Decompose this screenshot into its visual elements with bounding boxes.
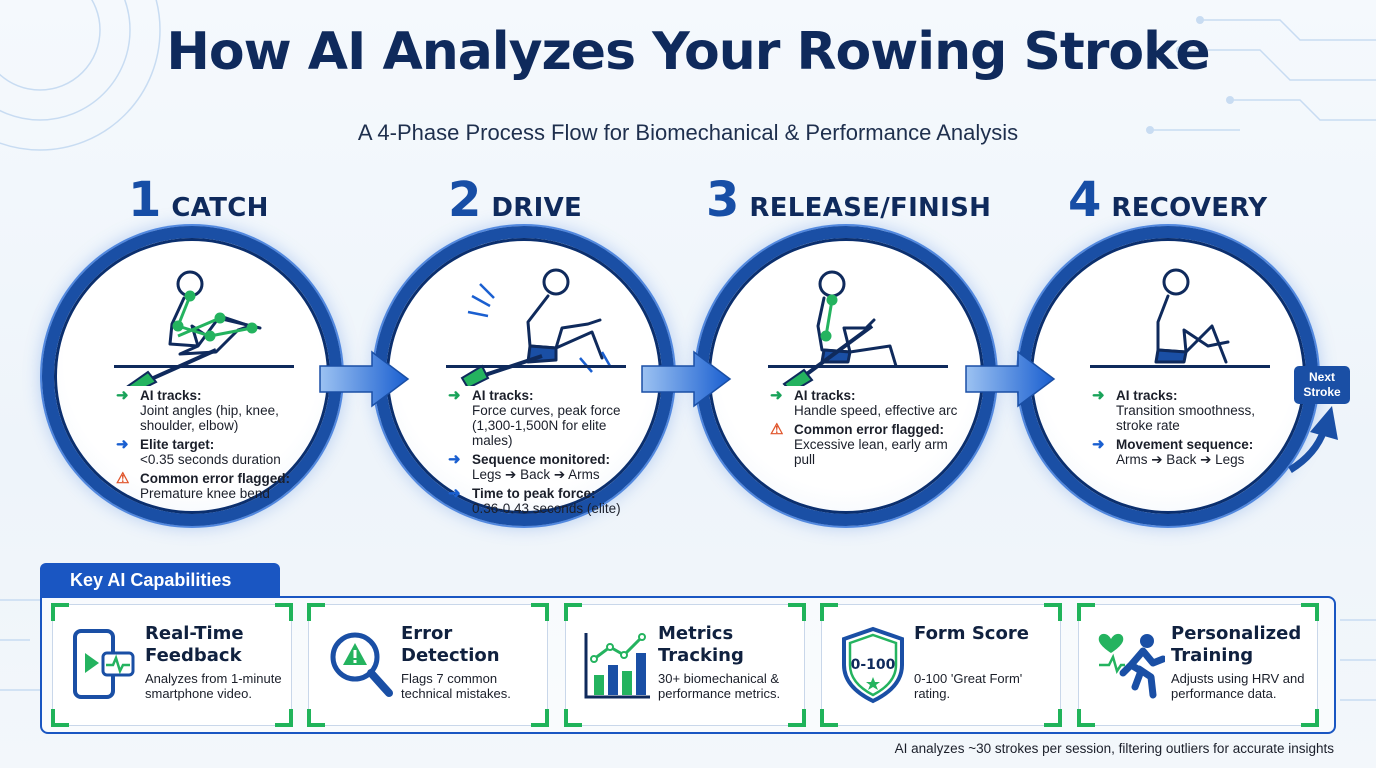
phase-circle-drive: ➜ AI tracks:Force curves, peak force (1,…: [374, 226, 674, 526]
green-arrow-icon: ➜: [116, 387, 129, 404]
rower-recovery-icon: [1154, 268, 1230, 364]
detail-item: ⚠ Common error flagged:Excessive lean, e…: [770, 421, 948, 468]
card-title: Error Detection: [401, 623, 500, 666]
loop-arrow-icon: [1288, 406, 1338, 473]
page-title: How AI Analyzes Your Rowing Stroke: [166, 22, 1210, 82]
blue-arrow-icon: ➜: [1092, 436, 1105, 453]
ground-line: [768, 365, 948, 368]
capability-card-error: Error Detection Flags 7 common technical…: [307, 603, 549, 727]
green-arrow-icon: ➜: [770, 387, 783, 404]
card-description: Flags 7 common technical mistakes.: [401, 671, 511, 701]
phase-header-release: 3 RELEASE/FINISH: [706, 172, 991, 228]
detail-item: ➜ AI tracks:Transition smoothness, strok…: [1092, 387, 1256, 434]
capability-card-training: Personalized Training Adjusts using HRV …: [1077, 603, 1319, 727]
card-title: Personalized Training: [1171, 623, 1302, 666]
detail-item: ➜ AI tracks:Joint angles (hip, knee, sho…: [116, 387, 279, 434]
ground-line: [114, 365, 294, 368]
shield-score-icon: 0-100: [842, 626, 904, 704]
blue-arrow-icon: ➜: [116, 436, 129, 453]
smartphone-video-icon: [73, 629, 135, 699]
warning-icon: ⚠: [116, 470, 130, 487]
phase-details: ➜ AI tracks:Handle speed, effective arc …: [770, 388, 970, 471]
phase-circle-recovery: ➜ AI tracks:Transition smoothness, strok…: [1018, 226, 1318, 526]
phase-name: RECOVERY: [1111, 193, 1268, 223]
card-title: Form Score: [914, 623, 1029, 644]
detail-item: ➜ Time to peak force:0.36-0.43 seconds (…: [448, 485, 621, 517]
runner-heart-icon: [1098, 633, 1165, 699]
phase-name: DRIVE: [491, 193, 583, 223]
card-description: Analyzes from 1-minute smartphone video.: [145, 671, 282, 701]
capability-card-form-score: 0-100 Form Score 0-100 'Great Form' rati…: [820, 603, 1062, 727]
phase-number: 1: [128, 172, 162, 228]
bar-chart-icon: [584, 633, 650, 699]
green-arrow-icon: ➜: [1092, 387, 1105, 404]
footer-note: AI analyzes ~30 strokes per session, fil…: [894, 741, 1334, 756]
phase-details: ➜ AI tracks:Transition smoothness, strok…: [1092, 388, 1292, 471]
page-subtitle: A 4-Phase Process Flow for Biomechanical…: [357, 120, 1019, 145]
card-title: Real-Time Feedback: [145, 623, 244, 666]
ground-line: [446, 365, 626, 368]
green-arrow-icon: ➜: [448, 387, 461, 404]
capability-card-feedback: Real-Time Feedback Analyzes from 1-minut…: [51, 603, 293, 727]
phase-details: ➜ AI tracks:Joint angles (hip, knee, sho…: [116, 388, 316, 505]
score-badge-text: 0-100: [851, 657, 896, 673]
phase-circle-catch: ➜ AI tracks:Joint angles (hip, knee, sho…: [42, 226, 342, 526]
phase-header-drive: 2 DRIVE: [448, 172, 582, 228]
blue-arrow-icon: ➜: [448, 451, 461, 468]
capability-card-metrics: Metrics Tracking 30+ biomechanical & per…: [564, 603, 806, 727]
phase-name: CATCH: [171, 193, 269, 223]
phase-number: 3: [706, 172, 740, 228]
blue-arrow-icon: ➜: [448, 485, 461, 502]
detail-item: ➜ Sequence monitored:Legs ➔ Back ➔ Arms: [448, 451, 611, 483]
detail-item: ➜ AI tracks:Handle speed, effective arc: [770, 387, 958, 419]
phase-header-recovery: 4 RECOVERY: [1068, 172, 1267, 228]
phase-name: RELEASE/FINISH: [749, 193, 992, 223]
ground-line: [1090, 365, 1270, 368]
card-description: 30+ biomechanical & performance metrics.: [658, 671, 781, 701]
phase-details: ➜ AI tracks:Force curves, peak force (1,…: [448, 388, 648, 520]
detail-item: ➜ Elite target:<0.35 seconds duration: [116, 436, 281, 468]
phase-circle-release: ➜ AI tracks:Handle speed, effective arc …: [696, 226, 996, 526]
phase-number: 2: [448, 172, 482, 228]
flow-arrow-icon: [965, 350, 1056, 408]
card-title: Metrics Tracking: [658, 623, 744, 666]
card-description: Adjusts using HRV and performance data.: [1171, 671, 1305, 701]
capabilities-heading: Key AI Capabilities: [40, 563, 280, 597]
next-stroke-badge: Next Stroke: [1294, 366, 1350, 404]
flow-arrow-icon: [641, 350, 732, 408]
flow-arrow-icon: [319, 350, 410, 408]
card-description: 0-100 'Great Form' rating.: [914, 671, 1023, 701]
rower-drive-icon: [460, 268, 612, 386]
detail-item: ➜ Movement sequence:Arms ➔ Back ➔ Legs: [1092, 436, 1254, 468]
rower-release-icon: [782, 270, 898, 386]
detail-item: ⚠ Common error flagged:Premature knee be…: [116, 470, 291, 502]
rower-catch-icon: [126, 270, 262, 386]
detail-item: ➜ AI tracks:Force curves, peak force (1,…: [448, 387, 621, 449]
warning-icon: ⚠: [770, 421, 784, 438]
phase-number: 4: [1068, 172, 1102, 228]
phase-header-catch: 1 CATCH: [128, 172, 269, 228]
magnifier-warning-icon: [330, 632, 393, 697]
